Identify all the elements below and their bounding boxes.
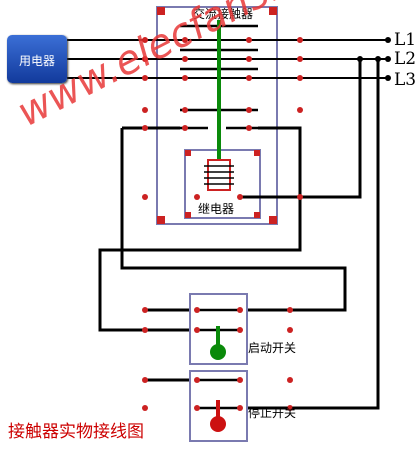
diagram-title: 接触器实物接线图 xyxy=(8,422,144,442)
phase-label-l2: L2 xyxy=(394,49,417,69)
relay-panel xyxy=(184,149,261,219)
junctions xyxy=(357,37,391,81)
relay-corner-tl xyxy=(185,150,191,156)
terminals xyxy=(142,37,303,411)
stop-switch-label: 停止开关 xyxy=(248,406,297,420)
load-label: 用电器 xyxy=(18,54,55,68)
relay-corner-bl xyxy=(185,212,191,218)
control-wires xyxy=(98,59,380,410)
panel-corner-tr xyxy=(269,7,277,15)
phase-lines xyxy=(67,39,388,79)
relay-label: 继电器 xyxy=(198,202,235,216)
panel-corner-br xyxy=(269,216,277,224)
stop-button-icon[interactable] xyxy=(210,416,226,432)
load-device: 用电器 xyxy=(7,35,67,83)
start-switch-label: 启动开关 xyxy=(248,341,297,355)
phase-label-l1: L1 xyxy=(394,30,417,50)
relay-corner-tr xyxy=(254,150,260,156)
contactor-label: 交流接触器 xyxy=(193,7,254,21)
coil-icon xyxy=(204,159,234,191)
panel-corner-bl xyxy=(157,216,165,224)
relay-corner-br xyxy=(254,212,260,218)
panel-corner-tl xyxy=(157,7,165,15)
phase-label-l3: L3 xyxy=(394,70,417,90)
start-button-icon[interactable] xyxy=(210,344,226,360)
